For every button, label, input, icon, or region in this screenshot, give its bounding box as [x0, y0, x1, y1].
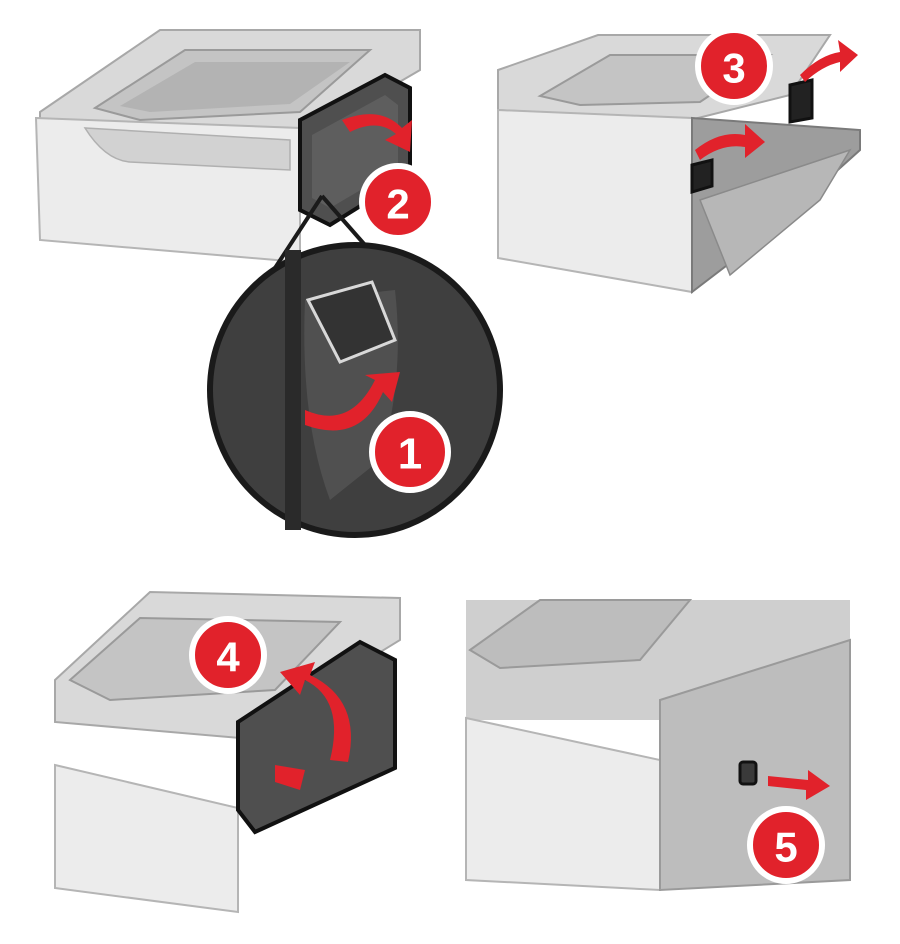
cover-lower-flap — [699, 148, 852, 277]
step-badge-3-number: 3 — [722, 45, 745, 92]
rotate-arrow-step-2 — [342, 114, 412, 152]
callout-edge-strip — [285, 250, 301, 530]
inner-cover-front-latch — [690, 158, 714, 195]
tray-front-face — [497, 108, 693, 294]
panel-open-side-cover — [34, 29, 421, 270]
panel-remove-inner-cover — [497, 34, 861, 295]
close-arrow-step-4 — [280, 662, 351, 762]
tray-inner-floor — [120, 62, 350, 112]
panel-pull-release-lever — [465, 599, 851, 892]
step-badge-4: 4 — [189, 616, 267, 694]
tray-front-face — [465, 716, 661, 892]
tray-inner-opening — [468, 599, 693, 670]
latch-detail-callout — [207, 242, 503, 538]
step-badge-1-number: 1 — [398, 430, 422, 479]
side-cover — [236, 639, 397, 835]
step-badge-1: 1 — [369, 411, 451, 493]
latch-arrow-step-1 — [305, 372, 400, 431]
step-badge-5: 5 — [747, 806, 825, 884]
callout-line-left — [273, 194, 324, 270]
latch-arrow-small — [275, 765, 305, 790]
release-lever — [738, 760, 758, 786]
remove-arrow-front — [695, 124, 765, 160]
latch-tab — [305, 280, 397, 364]
step-badge-2-number: 2 — [386, 181, 409, 228]
pull-arrow-step-5 — [768, 770, 830, 800]
inner-cover-rear-latch — [788, 78, 814, 124]
step-badge-2: 2 — [359, 163, 437, 241]
step-badge-5-number: 5 — [774, 824, 797, 871]
remove-arrow-rear — [800, 40, 858, 82]
step-badge-3: 3 — [695, 27, 773, 105]
tray-handle-recess — [83, 127, 291, 171]
tray-front-face — [54, 763, 239, 914]
step-badge-4-number: 4 — [216, 634, 240, 681]
